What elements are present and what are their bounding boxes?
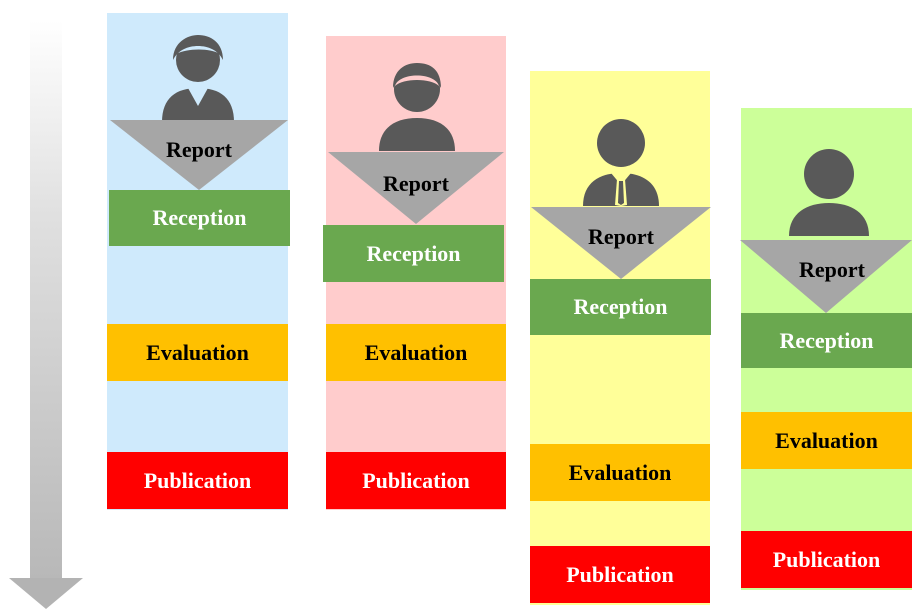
evaluation-stage: Evaluation [530,444,710,501]
evaluation-stage: Evaluation [741,412,912,469]
publication-stage: Publication [741,531,912,588]
report-triangle [531,207,711,279]
reception-stage: Reception [741,313,912,368]
report-label: Report [383,171,449,196]
report-triangle [740,240,912,313]
publication-stage: Publication [530,546,710,603]
publication-stage: Publication [107,452,288,509]
businessman-icon [583,119,659,206]
woman-icon [162,35,234,122]
publication-stage: Publication [326,452,506,509]
report-label: Report [588,224,654,249]
man-icon [379,63,455,151]
report-triangle [328,152,504,224]
report-triangle [110,120,288,190]
reception-stage: Reception [109,190,290,246]
report-label: Report [799,257,865,282]
timeline-arrow-shaft [30,20,62,580]
reception-stage: Reception [530,279,711,335]
reception-stage: Reception [323,225,504,282]
report-label: Report [166,137,232,162]
down-arrow-icon [9,578,83,609]
person-icon [789,149,869,236]
evaluation-stage: Evaluation [326,324,506,381]
evaluation-stage: Evaluation [107,324,288,381]
